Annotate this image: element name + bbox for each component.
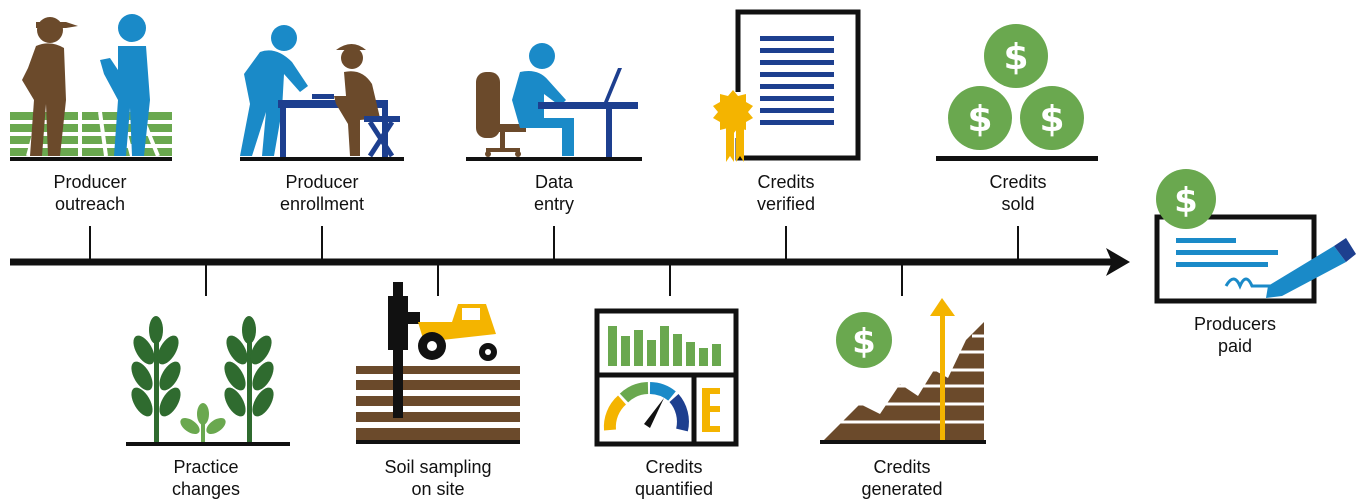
soil-probe-tractor-icon xyxy=(356,282,520,444)
step-label-quantified: Credits quantified xyxy=(604,456,744,500)
step-label-line2: generated xyxy=(861,479,943,499)
step-label-line2: changes xyxy=(171,479,241,499)
step-label-line1: Practice xyxy=(173,457,239,477)
step-label-line1: Credits xyxy=(757,172,815,192)
dashboard-chart-icon xyxy=(594,308,739,447)
step-label-practice: Practice changes xyxy=(146,456,266,500)
step-label-line2: sold xyxy=(1001,194,1035,214)
step-label-data-entry: Data entry xyxy=(494,171,614,215)
step-label-line1: Credits xyxy=(989,172,1047,192)
step-label-line1: Producer xyxy=(53,172,127,192)
dollar-symbol-sold-top: $ xyxy=(1003,37,1028,78)
dollar-symbol-sold-right: $ xyxy=(1039,99,1064,140)
arrow-head-icon xyxy=(1106,248,1130,276)
step-label-line1: Producers xyxy=(1193,314,1277,334)
dollar-symbol-paid: $ xyxy=(1174,181,1198,221)
step-label-enrollment: Producer enrollment xyxy=(252,171,392,215)
dollar-symbol-sold-left: $ xyxy=(967,99,992,140)
step-label-soil: Soil sampling on site xyxy=(368,456,508,500)
people-talking-icon xyxy=(10,14,172,161)
timeline-axis xyxy=(10,226,1130,296)
step-label-sold: Credits sold xyxy=(958,171,1078,215)
crop-plants-icon xyxy=(126,316,290,446)
rising-graph-icon xyxy=(820,298,986,444)
step-label-line1: Credits xyxy=(645,457,703,477)
step-label-line2: on site xyxy=(411,479,465,499)
enrollment-desk-icon xyxy=(240,25,404,161)
step-label-outreach: Producer outreach xyxy=(30,171,150,215)
step-label-verified: Credits verified xyxy=(726,171,846,215)
step-label-paid: Producers paid xyxy=(1175,313,1295,357)
step-label-line1: Data xyxy=(534,172,574,192)
step-label-line2: enrollment xyxy=(279,194,365,214)
currency-symbols: $ $ $ $ $ xyxy=(852,37,1198,362)
laptop-desk-icon xyxy=(466,43,642,161)
step-label-line2: outreach xyxy=(54,194,126,214)
step-label-line2: paid xyxy=(1217,336,1253,356)
certificate-icon xyxy=(712,9,861,162)
step-label-generated: Credits generated xyxy=(832,456,972,500)
step-label-line2: verified xyxy=(756,194,816,214)
step-label-line2: quantified xyxy=(634,479,714,499)
dollar-symbol-generated: $ xyxy=(852,322,876,362)
signed-check-icon xyxy=(1154,169,1356,304)
step-label-line2: entry xyxy=(533,194,575,214)
step-label-line1: Soil sampling xyxy=(384,457,492,477)
step-label-line1: Producer xyxy=(285,172,359,192)
step-label-line1: Credits xyxy=(873,457,931,477)
stacked-coins-icon xyxy=(936,24,1098,161)
